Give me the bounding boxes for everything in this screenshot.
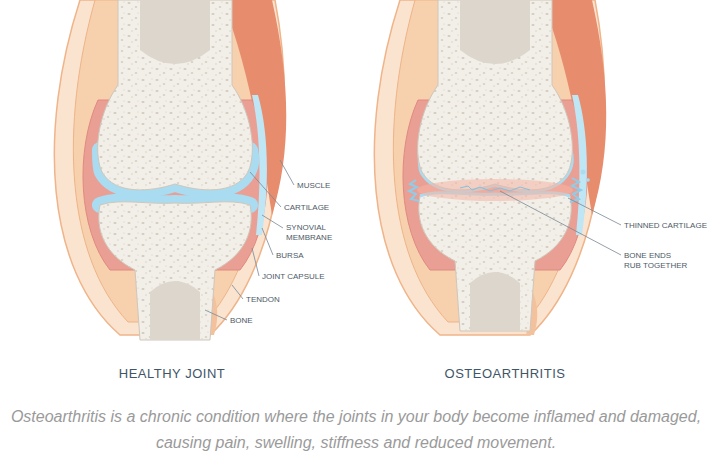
part-label: BONE (230, 316, 253, 326)
part-label: THINNED CARTILAGE (624, 221, 707, 231)
part-label: JOINT CAPSULE (262, 272, 325, 282)
part-label: SYNOVIAL MEMBRANE (286, 223, 336, 243)
part-label: BURSA (276, 251, 304, 261)
part-label: TENDON (246, 295, 280, 305)
figure-heading: OSTEOARTHRITIS (445, 366, 566, 382)
part-label: CARTILAGE (284, 203, 329, 213)
part-label: MUSCLE (297, 181, 330, 191)
part-label: BONE ENDS RUB TOGETHER (624, 251, 690, 271)
figure-heading: HEALTHY JOINT (119, 366, 225, 382)
caption: Osteoarthritis is a chronic condition wh… (10, 404, 702, 456)
